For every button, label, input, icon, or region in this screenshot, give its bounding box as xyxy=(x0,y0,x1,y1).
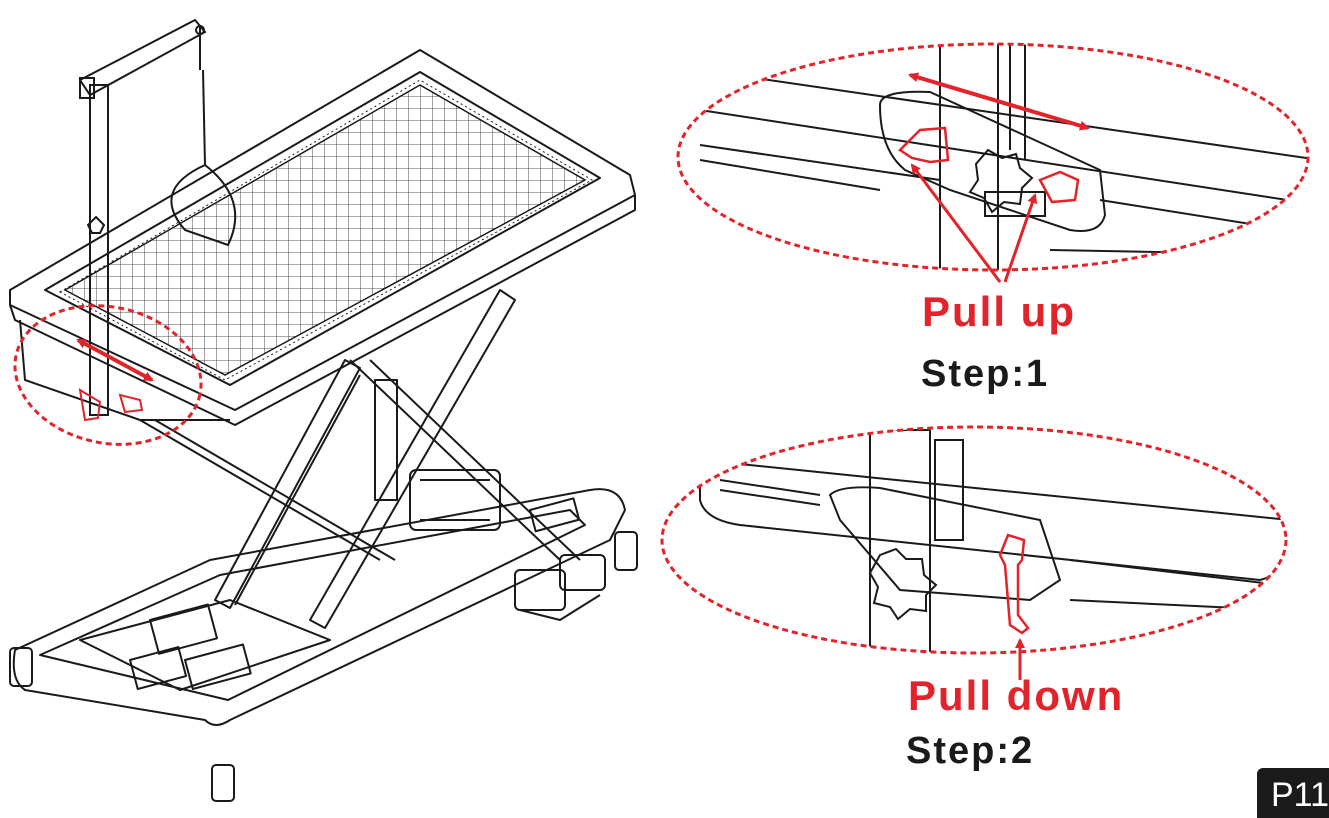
arm-clamp-callout xyxy=(13,304,203,446)
detail-step1 xyxy=(676,42,1310,283)
detail-step2 xyxy=(660,425,1288,680)
page-number-badge: P11 xyxy=(1257,768,1329,818)
double-arrow-icon xyxy=(908,72,1090,131)
grid-mat xyxy=(58,79,594,381)
step1-label: Step:1 xyxy=(921,353,1050,395)
star-knob-icon xyxy=(868,547,938,621)
lever-clamp-icon xyxy=(78,388,144,422)
step2-label: Step:2 xyxy=(906,730,1035,772)
pull-down-label: Pull down xyxy=(908,672,1125,719)
pull-up-label: Pull up xyxy=(922,288,1076,335)
grooming-table-illustration xyxy=(9,49,638,802)
lever-clamp-icon xyxy=(1038,170,1080,204)
double-arrow-icon xyxy=(76,338,154,382)
lever-clamp-icon xyxy=(998,533,1030,635)
star-knob-icon xyxy=(968,148,1034,214)
